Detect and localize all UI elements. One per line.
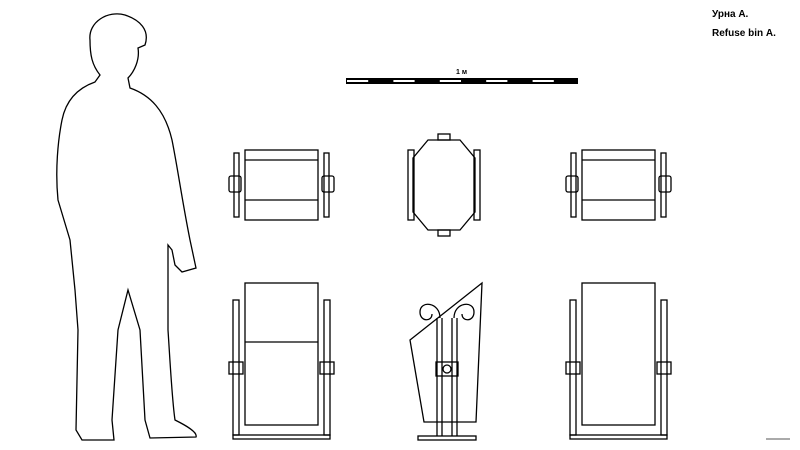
side-elevation xyxy=(409,281,483,441)
human-silhouette xyxy=(56,13,197,441)
title-russian: Урна А. xyxy=(712,9,749,20)
scale-segment xyxy=(532,80,554,82)
back-elevation xyxy=(565,282,672,440)
scale-segment xyxy=(347,80,369,82)
scale-bar xyxy=(346,78,578,84)
scale-segment xyxy=(439,80,461,82)
plan-side-view xyxy=(407,133,481,237)
front-elevation xyxy=(228,282,335,440)
plan-back-view xyxy=(565,149,672,221)
scale-label: 1 м xyxy=(456,69,468,76)
scale-segment xyxy=(486,80,508,82)
plan-front-view xyxy=(228,149,335,221)
title-english: Refuse bin А. xyxy=(712,28,776,39)
scale-segment xyxy=(393,80,415,82)
